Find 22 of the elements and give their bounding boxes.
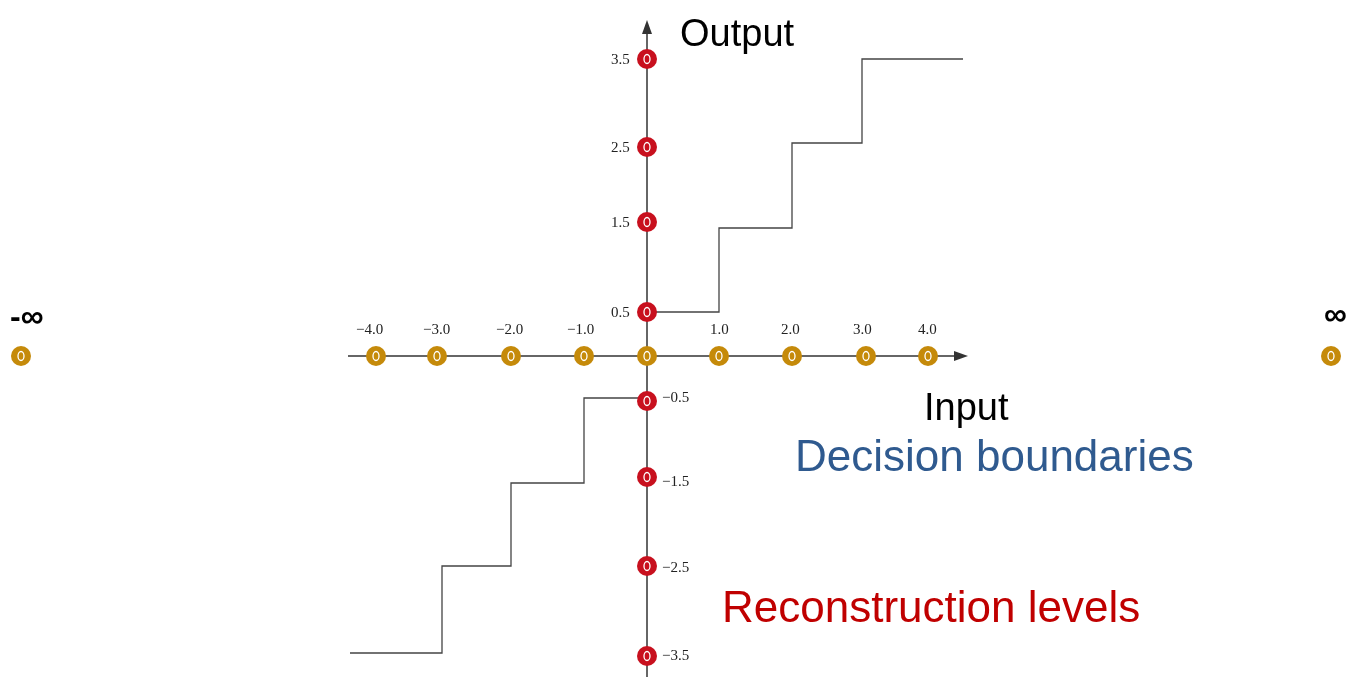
tick-label: −0.5: [662, 390, 690, 405]
axis-title: Input: [924, 388, 1009, 426]
tick-label: 1.0: [710, 322, 729, 337]
tick-label: −1.5: [662, 474, 690, 489]
annotation-text: Decision boundaries: [795, 434, 1194, 478]
tick-label: 2.5: [611, 140, 630, 155]
tick-label: 3.5: [611, 52, 630, 67]
infinity-label: ∞: [1324, 298, 1347, 330]
tick-label: 3.0: [853, 322, 872, 337]
tick-label: 0.5: [611, 305, 630, 320]
tick-label: −2.0: [496, 322, 524, 337]
tick-label: −3.0: [423, 322, 451, 337]
infinity-label: -∞: [10, 300, 44, 332]
tick-label: 2.0: [781, 322, 800, 337]
tick-label: −4.0: [356, 322, 384, 337]
tick-label: 4.0: [918, 322, 937, 337]
tick-label: 1.5: [611, 215, 630, 230]
tick-label: −3.5: [662, 648, 690, 663]
tick-label: −2.5: [662, 560, 690, 575]
tick-label: −1.0: [567, 322, 595, 337]
axis-title: Output: [680, 14, 795, 52]
annotation-text: Reconstruction levels: [722, 585, 1141, 629]
